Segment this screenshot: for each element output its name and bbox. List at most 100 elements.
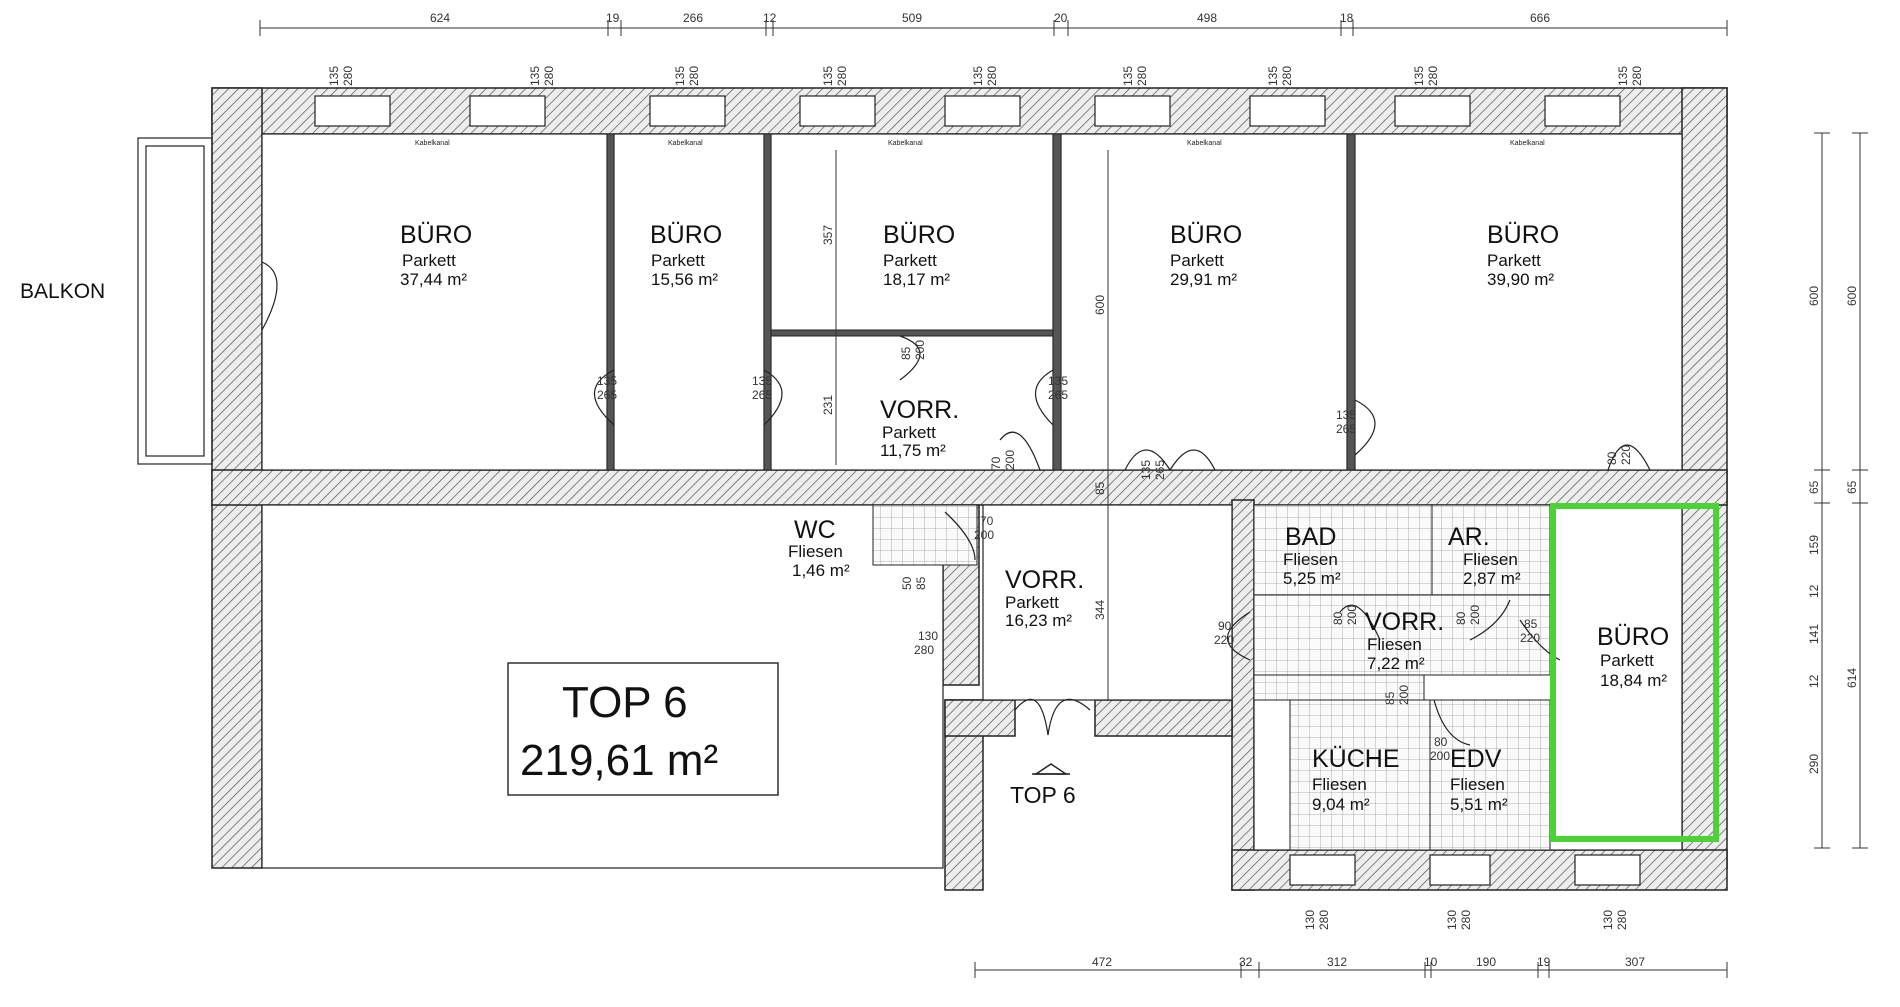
door-label: 135 [1048,374,1068,388]
entrance-label: TOP 6 [1010,782,1076,808]
svg-text:5,25 m²: 5,25 m² [1283,569,1341,588]
svg-text:VORR.: VORR. [880,396,959,424]
window-labels-top: 135 280 135 280 135 280 135 280 135 280 … [327,66,1644,86]
svg-text:18,17 m²: 18,17 m² [883,270,950,289]
dimension-bottom-labels: 472 32 312 10 190 19 307 [1092,955,1645,969]
dim-right-inner-2: 65 [1807,480,1821,494]
unit-name: TOP 6 [562,678,688,727]
room-label-vorr-2: VORR. Parkett 16,23 m² [1005,566,1084,630]
room-label-vorr-3: VORR. Fliesen 7,22 m² [1365,608,1444,673]
kabelkanal-label: Kabelkanal [1510,140,1545,147]
dim-top-3: 266 [683,11,703,25]
window-label: 280 [341,66,355,86]
kabelkanal-label: Kabelkanal [415,140,450,147]
door-label: 135 [1336,408,1356,422]
dim-top-1: 624 [430,11,450,25]
kabelkanal-label: Kabelkanal [668,140,703,147]
window-label: 280 [1135,66,1149,86]
unit-title-box: TOP 6 219,61 m² [507,662,779,796]
door-label: 135 [752,374,772,388]
svg-text:Parkett: Parkett [883,251,937,270]
door-label: 200 [1430,749,1450,763]
internal-dim: 231 [821,395,835,415]
window-label: 280 [1426,66,1440,86]
room-floors [261,133,1683,869]
door-label: 220 [1214,633,1234,647]
room-label-buero-6: BÜRO Parkett 18,84 m² [1597,623,1669,690]
svg-text:16,23 m²: 16,23 m² [1005,611,1072,630]
svg-text:Fliesen: Fliesen [1283,550,1338,569]
dim-top-7: 498 [1197,11,1217,25]
door-label: 265 [1153,460,1167,480]
room-label-wc: WC Fliesen 1,46 m² [788,516,850,580]
svg-text:Parkett: Parkett [402,251,456,270]
dim-bottom-6: 19 [1537,955,1551,969]
door-label: 130 [918,629,938,643]
room-label-buero-2: BÜRO Parkett 15,56 m² [650,221,722,289]
window-label: 280 [687,66,701,86]
svg-text:5,51 m²: 5,51 m² [1450,795,1508,814]
dim-bottom-4: 10 [1424,955,1438,969]
door-label: 220 [1520,631,1540,645]
internal-dim: 344 [1093,600,1107,620]
interior-walls [606,133,1356,471]
highlighted-room-outline [1550,503,1719,842]
room-label-buero-5: BÜRO Parkett 39,90 m² [1487,221,1559,289]
svg-text:AR.: AR. [1448,523,1490,551]
dim-top-9: 666 [1530,11,1550,25]
svg-text:Parkett: Parkett [1170,251,1224,270]
door-label: 80 [1434,735,1448,749]
door-label: 220 [1619,445,1633,465]
svg-text:Fliesen: Fliesen [788,542,843,561]
room-label-kueche: KÜCHE Fliesen 9,04 m² [1312,745,1400,814]
svg-text:BAD: BAD [1285,523,1336,551]
window-label: 135 [1266,66,1280,86]
window-label: 280 [1615,910,1629,930]
dim-right-inner-7: 290 [1807,754,1821,774]
svg-text:BÜRO: BÜRO [1597,623,1669,651]
dim-bottom-5: 190 [1476,955,1496,969]
entrance-marker: TOP 6 [1010,763,1076,808]
svg-text:Fliesen: Fliesen [1450,775,1505,794]
door-label: 90 [1218,619,1232,633]
svg-text:37,44 m²: 37,44 m² [400,270,467,289]
internal-dim: 600 [1093,295,1107,315]
room-label-bad: BAD Fliesen 5,25 m² [1283,523,1341,588]
dim-right-inner-3: 159 [1807,535,1821,555]
window-label: 280 [835,66,849,86]
svg-text:Fliesen: Fliesen [1312,775,1367,794]
svg-text:9,04 m²: 9,04 m² [1312,795,1370,814]
cable-duct-labels: Kabelkanal Kabelkanal Kabelkanal Kabelka… [415,140,1545,147]
internal-dims: 357 231 600 85 344 [821,150,1109,700]
dim-right-inner-6: 12 [1807,674,1821,688]
window-label: 280 [1280,66,1294,86]
dim-top-6: 20 [1054,11,1068,25]
window-label: 135 [1121,66,1135,86]
window-label: 135 [327,66,341,86]
door-label: 85 [914,576,928,590]
svg-text:29,91 m²: 29,91 m² [1170,270,1237,289]
window-label: 280 [985,66,999,86]
door-label: 80 [1605,451,1619,465]
room-label-buero-3: BÜRO Parkett 18,17 m² [883,221,955,289]
svg-text:1,46 m²: 1,46 m² [792,561,850,580]
unit-area: 219,61 m² [520,736,718,785]
dim-right-outer-1: 600 [1845,286,1859,306]
door-label: 70 [980,514,994,528]
window-labels-bottom: 130 280 130 280 130 280 [1303,910,1629,930]
dim-right-outer-2: 65 [1845,480,1859,494]
window-label: 135 [528,66,542,86]
window-label: 135 [971,66,985,86]
internal-dim: 357 [821,225,835,245]
door-label: 50 [900,576,914,590]
tiled-areas [872,504,1551,851]
room-label-vorr-1: VORR. Parkett 11,75 m² [880,396,959,460]
door-label: 80 [1454,611,1468,625]
door-label: 135 [1139,460,1153,480]
dimension-right [1814,132,1868,849]
balcony-label: BALKON [20,280,105,303]
svg-text:Parkett: Parkett [651,251,705,270]
dim-right-inner-1: 600 [1807,286,1821,306]
door-label: 70 [989,456,1003,470]
